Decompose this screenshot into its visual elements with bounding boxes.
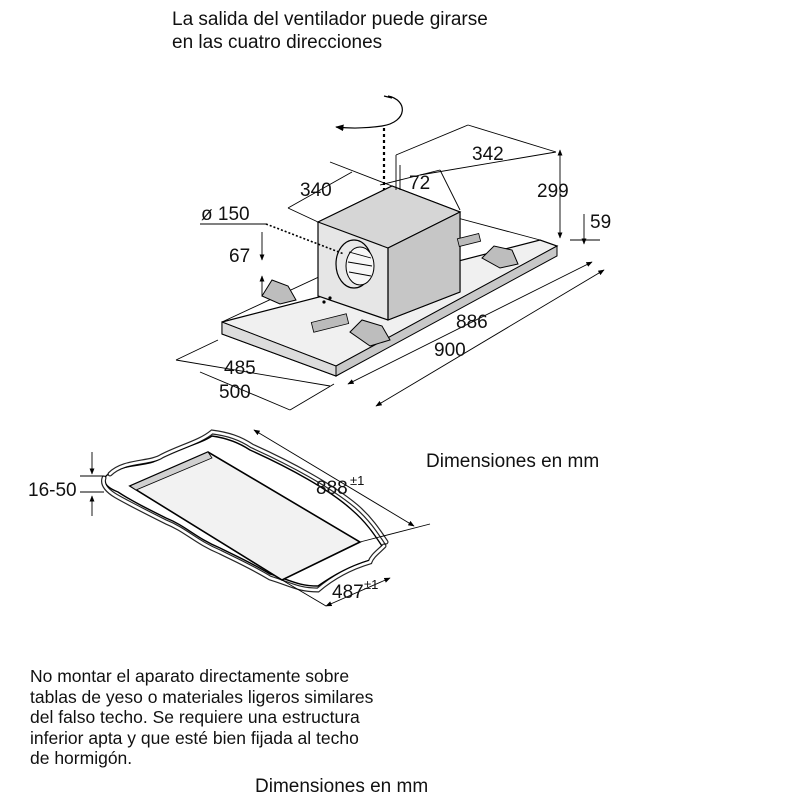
note-line-3: del falso techo. Se requiere una estruct… [30, 707, 360, 727]
dim-487: 487 [332, 582, 364, 603]
note-line-1: No montar el aparato directamente sobre [30, 666, 350, 686]
header-line-1: La salida del ventilador puede girarse [172, 9, 488, 30]
footer-dimensions-label: Dimensiones en mm [255, 776, 428, 797]
dim-900: 900 [434, 340, 466, 361]
dim-888: 888 [316, 478, 348, 499]
hood-drawing [221, 185, 559, 377]
note-line-5: de hormigón. [30, 748, 133, 768]
hood-dimension-lines [175, 124, 605, 411]
dim-299: 299 [537, 181, 569, 202]
note-line-4: inferior apta y que esté bien fijada al … [30, 727, 359, 748]
header-line-2: en las cuatro direcciones [172, 32, 382, 53]
dim-height-range: 16-50 [28, 480, 77, 501]
installation-warning-note: No montar el aparato directamente sobre … [30, 666, 450, 769]
dim-diameter-150: ø 150 [201, 204, 250, 225]
ceiling-cutout-drawing [101, 429, 389, 593]
dim-340: 340 [300, 180, 332, 201]
mount-bracket-left-icon [261, 279, 297, 305]
dim-487-tolerance: ±1 [364, 577, 378, 592]
dim-886: 886 [456, 312, 488, 333]
cutout-dimension-lines [80, 429, 431, 607]
dimensions-label-mid: Dimensiones en mm [426, 451, 599, 472]
note-line-2: tablas de yeso o materiales ligeros simi… [30, 686, 374, 707]
dim-888-tolerance: ±1 [350, 473, 364, 488]
dim-500: 500 [219, 382, 251, 403]
dim-342: 342 [472, 144, 504, 165]
dim-67: 67 [229, 246, 250, 267]
dim-72: 72 [409, 173, 430, 194]
dim-59: 59 [590, 212, 611, 233]
dim-485: 485 [224, 358, 256, 379]
